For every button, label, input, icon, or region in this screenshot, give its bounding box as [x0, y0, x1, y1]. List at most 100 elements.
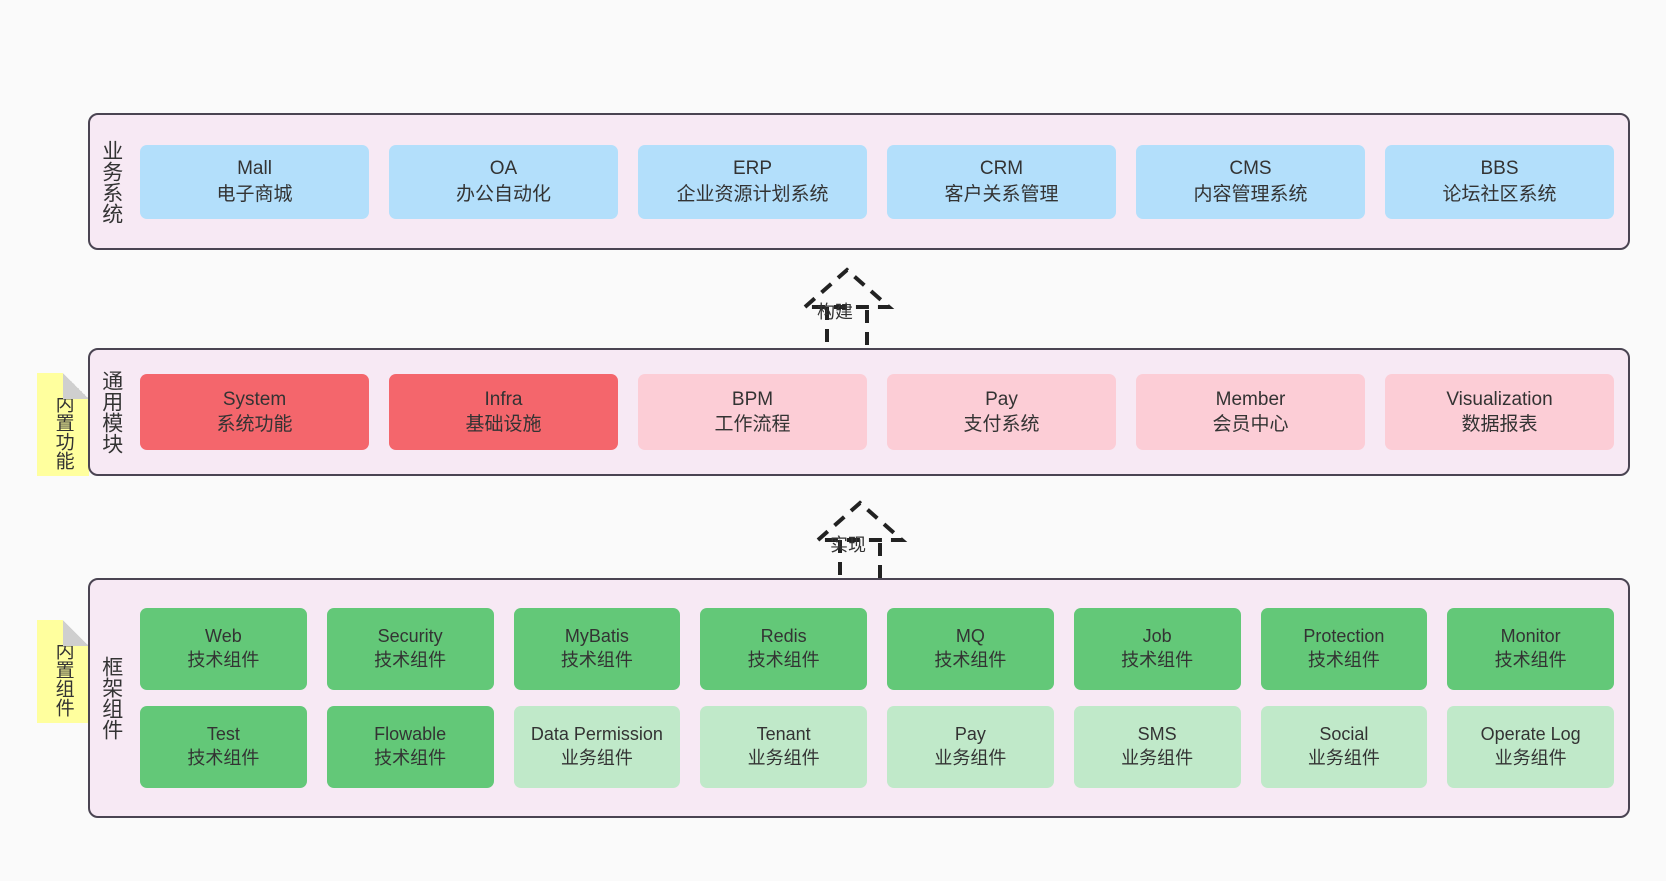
framework-card-sms[interactable]: SMS 业务组件 — [1073, 706, 1241, 788]
business-card-oa[interactable]: OA 办公自动化 — [389, 144, 618, 219]
card-subtitle: 企业资源计划系统 — [676, 183, 829, 205]
card-title: System — [222, 388, 287, 410]
card-subtitle: 技术组件 — [934, 650, 1007, 670]
framework-card-social[interactable]: Social 业务组件 — [1260, 706, 1428, 788]
card-title: Social — [1319, 724, 1369, 745]
framework-card-web[interactable]: Web 技术组件 — [140, 608, 307, 690]
card-subtitle: 会员中心 — [1212, 414, 1289, 435]
card-title: Infra — [484, 388, 523, 410]
card-subtitle: 内容管理系统 — [1193, 183, 1308, 205]
card-subtitle: 支付系统 — [963, 414, 1040, 435]
band-label-business: 业务系统 — [99, 139, 123, 224]
card-subtitle: 业务组件 — [1121, 748, 1194, 768]
card-subtitle: 技术组件 — [374, 748, 447, 768]
framework-card-data-permission[interactable]: Data Permission 业务组件 — [513, 706, 681, 788]
generalization-arrow-implement: 实现 — [768, 495, 958, 585]
card-title: Monitor — [1500, 626, 1561, 647]
framework-card-protection[interactable]: Protection 技术组件 — [1260, 608, 1428, 690]
card-subtitle: 论坛社区系统 — [1442, 183, 1557, 205]
card-subtitle: 技术组件 — [1121, 650, 1194, 670]
business-card-bbs[interactable]: BBS 论坛社区系统 — [1385, 144, 1614, 219]
card-subtitle: 基础设施 — [465, 414, 542, 435]
card-subtitle: 技术组件 — [1494, 650, 1567, 670]
card-title: Job — [1142, 626, 1172, 647]
arrow-label-implement: 实现 — [830, 535, 866, 555]
framework-card-job[interactable]: Job 技术组件 — [1073, 608, 1241, 690]
card-title: Pay — [954, 724, 986, 745]
note-builtin-features: 内置功能 — [37, 373, 89, 476]
card-title: Mall — [237, 158, 272, 180]
module-card-pay[interactable]: Pay 支付系统 — [887, 374, 1116, 450]
card-title: SMS — [1137, 724, 1177, 745]
card-subtitle: 技术组件 — [374, 650, 447, 670]
band-body-modules: System 系统功能 Infra 基础设施 BPM 工作流程 Pay 支付系统… — [132, 350, 1628, 474]
card-title: Operate Log — [1480, 724, 1581, 745]
card-subtitle: 技术组件 — [187, 650, 260, 670]
card-subtitle: 技术组件 — [747, 650, 820, 670]
card-title: Security — [377, 626, 443, 647]
framework-card-operate-log[interactable]: Operate Log 业务组件 — [1447, 706, 1614, 788]
card-title: Flowable — [374, 724, 447, 745]
framework-card-mq[interactable]: MQ 技术组件 — [887, 608, 1054, 690]
card-title: Data Permission — [530, 724, 663, 745]
card-subtitle: 技术组件 — [187, 748, 260, 768]
business-card-crm[interactable]: CRM 客户关系管理 — [887, 144, 1116, 219]
card-title: BPM — [731, 388, 774, 410]
card-subtitle: 技术组件 — [1307, 650, 1380, 670]
business-card-mall[interactable]: Mall 电子商城 — [140, 144, 369, 219]
card-title: OA — [489, 158, 518, 180]
card-subtitle: 数据报表 — [1461, 414, 1538, 435]
card-title: Member — [1215, 388, 1286, 410]
card-title: Test — [206, 724, 240, 745]
card-title: Visualization — [1446, 388, 1553, 410]
band-label-framework: 框架组件 — [99, 656, 123, 740]
card-title: ERP — [732, 158, 773, 180]
framework-card-mybatis[interactable]: MyBatis 技术组件 — [513, 608, 681, 690]
framework-card-redis[interactable]: Redis 技术组件 — [700, 608, 867, 690]
note-text: 内置功能 — [52, 393, 74, 470]
arrow-label-build: 构建 — [817, 302, 853, 322]
card-subtitle: 办公自动化 — [455, 183, 551, 205]
card-subtitle: 业务组件 — [934, 748, 1007, 768]
generalization-arrow-build: 构建 — [755, 262, 945, 352]
framework-card-tenant[interactable]: Tenant 业务组件 — [700, 706, 867, 788]
card-subtitle: 系统功能 — [216, 414, 293, 435]
card-title: Redis — [760, 626, 807, 647]
note-text: 内置组件 — [52, 640, 74, 717]
band-body-business: Mall 电子商城 OA 办公自动化 ERP 企业资源计划系统 CRM 客户关系… — [132, 115, 1628, 248]
card-title: Web — [205, 626, 242, 647]
band-common-modules: 通用模块 System 系统功能 Infra 基础设施 BPM 工作流程 Pay… — [88, 348, 1630, 476]
framework-card-flowable[interactable]: Flowable 技术组件 — [326, 706, 494, 788]
module-card-member[interactable]: Member 会员中心 — [1136, 374, 1365, 450]
card-subtitle: 客户关系管理 — [944, 183, 1059, 205]
card-subtitle: 业务组件 — [747, 748, 820, 768]
module-card-bpm[interactable]: BPM 工作流程 — [638, 374, 867, 450]
business-card-row: Mall 电子商城 OA 办公自动化 ERP 企业资源计划系统 CRM 客户关系… — [140, 144, 1614, 219]
module-card-row: System 系统功能 Infra 基础设施 BPM 工作流程 Pay 支付系统… — [140, 374, 1614, 450]
band-framework-components: 框架组件 Web 技术组件 Security 技术组件 MyBatis 技术组件… — [88, 578, 1630, 818]
framework-card-test[interactable]: Test 技术组件 — [140, 706, 307, 788]
card-title: CMS — [1229, 158, 1272, 180]
card-title: CRM — [979, 158, 1024, 180]
business-card-cms[interactable]: CMS 内容管理系统 — [1136, 144, 1365, 219]
card-subtitle: 工作流程 — [714, 414, 791, 435]
business-card-erp[interactable]: ERP 企业资源计划系统 — [638, 144, 867, 219]
card-title: Pay — [985, 388, 1018, 410]
band-business-systems: 业务系统 Mall 电子商城 OA 办公自动化 ERP 企业资源计划系统 CRM… — [88, 113, 1630, 250]
module-card-infra[interactable]: Infra 基础设施 — [389, 374, 618, 450]
framework-card-security[interactable]: Security 技术组件 — [326, 608, 494, 690]
card-title: Tenant — [756, 724, 811, 745]
band-label-modules: 通用模块 — [99, 370, 123, 454]
note-builtin-components: 内置组件 — [37, 620, 89, 723]
card-subtitle: 电子商城 — [216, 183, 293, 205]
card-subtitle: 业务组件 — [1494, 748, 1567, 768]
framework-card-pay[interactable]: Pay 业务组件 — [887, 706, 1054, 788]
card-title: MyBatis — [564, 626, 629, 647]
card-title: MQ — [955, 626, 985, 647]
card-title: Protection — [1303, 626, 1385, 647]
framework-card-monitor[interactable]: Monitor 技术组件 — [1447, 608, 1614, 690]
module-card-visualization[interactable]: Visualization 数据报表 — [1385, 374, 1614, 450]
note-fold-icon — [63, 620, 89, 646]
card-subtitle: 业务组件 — [1307, 748, 1380, 768]
module-card-system[interactable]: System 系统功能 — [140, 374, 369, 450]
